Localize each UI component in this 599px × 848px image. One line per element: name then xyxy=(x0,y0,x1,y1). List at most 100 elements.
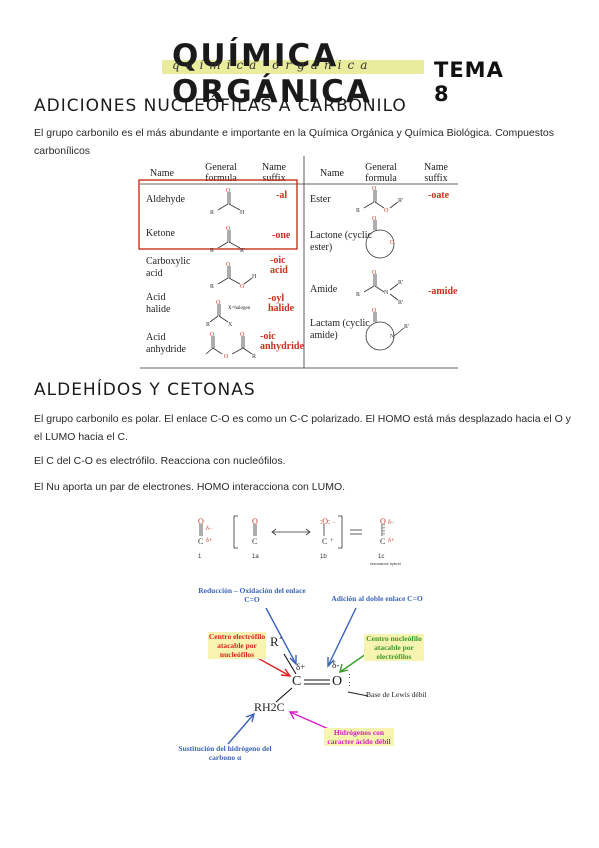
svg-text:O: O xyxy=(240,332,245,338)
rh2c-group: RH2C xyxy=(254,700,285,714)
header-suffix-left: Name suffix xyxy=(262,162,286,184)
polar-paragraph: El grupo carbonilo es polar. El enlace C… xyxy=(34,413,571,443)
svg-text:O: O xyxy=(380,517,386,526)
header-name-left: Name xyxy=(150,168,174,179)
section-heading-aldehidos: ALDEHÍDOS Y CETONAS xyxy=(34,380,256,400)
r-prime-label: R´ xyxy=(270,634,283,649)
header-formula-left: General formula xyxy=(205,162,237,184)
row-acid-halide: Acid halide xyxy=(146,292,171,315)
resonance-label-1b: 1b xyxy=(320,554,327,560)
label-centro-nucleofilo: Centro nucleófilo atacable por electrófi… xyxy=(364,634,424,661)
svg-text:O: O xyxy=(390,240,395,246)
row-carboxylic-acid: Carboxylic acid xyxy=(146,256,191,279)
row-lactone: Lactone (cyclic ester) xyxy=(310,230,372,253)
svg-text:O: O xyxy=(198,517,204,526)
delta-plus-label: δ+ xyxy=(296,662,306,672)
svg-text:δ−: δ− xyxy=(388,520,395,526)
reactivity-arrows xyxy=(227,607,369,745)
nucleophile-paragraph: El Nu aporta un par de electrones. HOMO … xyxy=(34,481,346,493)
svg-text:O: O xyxy=(384,208,389,214)
svg-text::O:: :O: xyxy=(320,517,330,526)
svg-text:O: O xyxy=(226,226,231,232)
aldehyde-ketone-highlight-box xyxy=(138,179,298,250)
header-formula-right: General formula xyxy=(365,162,397,184)
svg-text:N: N xyxy=(390,334,395,340)
svg-text:N: N xyxy=(384,290,389,296)
svg-text:O: O xyxy=(224,354,229,360)
suffix-oic-anhydride: -oic anhydride xyxy=(260,331,304,352)
svg-text:C: C xyxy=(380,537,385,546)
svg-text:H: H xyxy=(252,274,257,280)
svg-text:δ+: δ+ xyxy=(388,538,395,544)
svg-text:R: R xyxy=(210,284,214,290)
svg-text:O: O xyxy=(226,188,231,194)
label-reduccion-oxidacion: Reducción – Oxidación del enlace C=O xyxy=(198,586,306,604)
svg-text:O: O xyxy=(252,517,258,526)
lone-pair-dots: :: xyxy=(348,671,351,688)
label-base-lewis: Base de Lewis débil xyxy=(366,690,427,699)
suffix-oate: -oate xyxy=(428,190,450,201)
delta-minus-label: δ- xyxy=(332,660,340,670)
resonance-diagram: OC δ−δ+ OC :O:C −+ OC δ−δ+ 1 1a 1b 1c re… xyxy=(198,515,401,566)
carbon-atom: C xyxy=(292,674,302,689)
section-heading-adiciones: ADICIONES NUCLEÓFILAS A CARBONILO xyxy=(34,96,407,116)
svg-text:O: O xyxy=(372,216,377,222)
svg-text:O: O xyxy=(372,308,377,314)
svg-text:O: O xyxy=(372,186,377,192)
label-centro-electrofilo: Centro electrófilo atacable por nucleófi… xyxy=(208,632,266,659)
row-aldehyde: Aldehyde xyxy=(146,194,185,205)
intro-paragraph: El grupo carbonilo es el más abundante e… xyxy=(34,127,555,157)
svg-text:δ+: δ+ xyxy=(206,538,213,544)
svg-text:O: O xyxy=(210,332,215,338)
svg-text:O: O xyxy=(226,262,231,268)
resonance-caption: resonance hybrid xyxy=(370,561,401,566)
halogen-note: X=halogen xyxy=(228,306,251,311)
svg-text:R': R' xyxy=(398,280,403,286)
svg-text:O: O xyxy=(240,284,245,290)
tema-label: TEMA 8 xyxy=(434,58,504,106)
svg-text:R': R' xyxy=(240,248,245,254)
svg-text:X: X xyxy=(228,322,233,328)
svg-text:R: R xyxy=(252,354,256,360)
svg-text:R': R' xyxy=(404,324,409,330)
title-block: QUÍMICA ORGÁNICA química orgánica TEMA 8 xyxy=(150,34,510,110)
handwritten-subtitle: química orgánica xyxy=(172,58,374,72)
svg-text:R': R' xyxy=(398,198,403,204)
label-adicion: Adición al doble enlace C=O xyxy=(331,594,423,603)
svg-text:R: R xyxy=(210,210,214,216)
resonance-label-1: 1 xyxy=(198,554,202,560)
suffix-one: -one xyxy=(272,230,291,241)
suffix-oic-acid: -oic acid xyxy=(270,255,288,276)
label-hidrogenos-acidos: Hidrógenos con caracter ácido débil xyxy=(324,728,394,746)
suffix-amide: -amide xyxy=(428,286,458,297)
svg-text:R: R xyxy=(356,208,360,214)
resonance-label-1c: 1c xyxy=(378,554,384,560)
title-highlight xyxy=(162,60,424,74)
oxygen-atom: O xyxy=(332,674,343,689)
label-sustitucion-alfa: Sustitución del hidrógeno del carbono α xyxy=(178,744,272,762)
svg-text:R: R xyxy=(356,292,360,298)
page-title: QUÍMICA ORGÁNICA xyxy=(172,38,372,110)
resonance-label-1a: 1a xyxy=(252,554,259,560)
svg-text:−: − xyxy=(332,520,336,526)
carbonyl-reactivity-diagram: Reducción – Oxidación del enlace C=O Adi… xyxy=(170,584,450,770)
svg-text:C: C xyxy=(322,537,327,546)
svg-text:R: R xyxy=(206,322,210,328)
electrophile-paragraph: El C del C-O es electrófilo. Reacciona c… xyxy=(34,455,286,467)
svg-text:C: C xyxy=(252,537,257,546)
row-ester: Ester xyxy=(310,194,331,205)
svg-text:C: C xyxy=(198,537,203,546)
svg-text:R: R xyxy=(210,248,214,254)
svg-text:δ−: δ− xyxy=(206,526,213,532)
svg-text:O: O xyxy=(372,270,377,276)
table-rules xyxy=(138,156,458,369)
row-amide: Amide xyxy=(310,284,338,295)
row-ketone: Ketone xyxy=(146,228,175,239)
suffix-oyl-halide: -oyl halide xyxy=(268,293,295,314)
header-suffix-right: Name suffix xyxy=(424,162,448,184)
svg-text:O: O xyxy=(216,300,221,306)
row-acid-anhydride: Acid anhydride xyxy=(146,332,186,355)
svg-text:H: H xyxy=(240,210,245,216)
